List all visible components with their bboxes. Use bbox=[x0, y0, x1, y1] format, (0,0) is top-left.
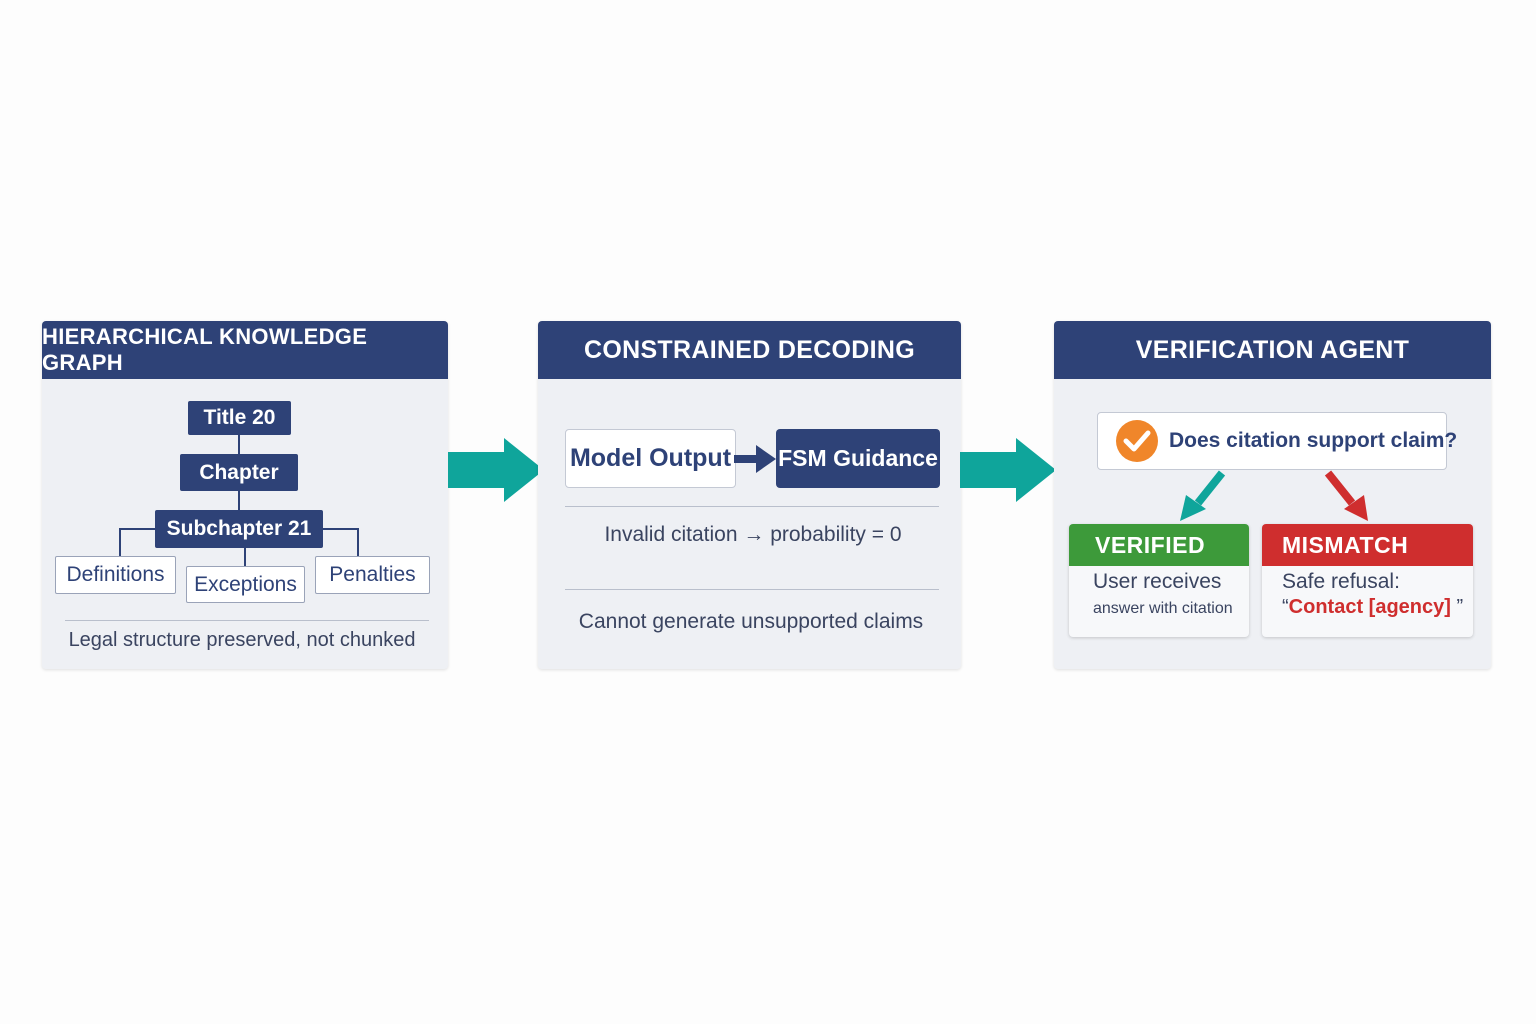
flow-arrow-1 bbox=[448, 438, 544, 502]
knowledge-graph-divider bbox=[65, 620, 429, 621]
constrained-decoding-header: CONSTRAINED DECODING bbox=[538, 321, 961, 379]
knowledge-graph-title: HIERARCHICAL KNOWLEDGE GRAPH bbox=[42, 324, 368, 375]
node-subchapter-21: Subchapter 21 bbox=[155, 510, 323, 548]
knowledge-graph-caption: Legal structure preserved, not chunked bbox=[68, 629, 416, 651]
verification-agent-panel: VERIFICATION AGENT Does citation support… bbox=[1054, 321, 1491, 669]
knowledge-graph-header: HIERARCHICAL KNOWLEDGE GRAPH bbox=[42, 321, 448, 379]
citation-question-box: Does citation support claim? bbox=[1097, 412, 1457, 470]
verified-line-1: User receives bbox=[1093, 570, 1222, 593]
verification-agent-title: VERIFICATION AGENT bbox=[1135, 335, 1410, 364]
node-title-20: Title 20 bbox=[188, 401, 291, 435]
node-definitions: Definitions bbox=[55, 556, 176, 594]
node-penalties: Penalties bbox=[315, 556, 430, 594]
knowledge-graph-panel: HIERARCHICAL KNOWLEDGE GRAPH Title 20 Ch… bbox=[42, 321, 448, 669]
mismatch-card: MISMATCH Safe refusal: “Contact [agency]… bbox=[1262, 524, 1473, 637]
verified-line-2: answer with citation bbox=[1093, 600, 1233, 617]
verification-agent-header: VERIFICATION AGENT bbox=[1054, 321, 1491, 379]
fsm-guidance-box: FSM Guidance bbox=[776, 429, 940, 488]
close-quote: ” bbox=[1450, 596, 1464, 618]
node-chapter: Chapter bbox=[180, 454, 298, 491]
mismatch-line-1: Safe refusal: bbox=[1282, 570, 1400, 593]
model-to-fsm-arrow bbox=[734, 445, 776, 473]
constrained-decoding-title: CONSTRAINED DECODING bbox=[583, 335, 915, 364]
verified-card: VERIFIED User receives answer with citat… bbox=[1069, 524, 1249, 637]
flow-arrow-2 bbox=[960, 438, 1056, 502]
mismatch-body: Safe refusal: “Contact [agency] ” bbox=[1262, 566, 1473, 619]
verified-label: VERIFIED bbox=[1069, 524, 1249, 566]
model-output-box: Model Output bbox=[565, 429, 736, 488]
citation-question-text: Does citation support claim? bbox=[1169, 429, 1458, 452]
decoding-divider-1 bbox=[565, 506, 939, 507]
check-badge-icon bbox=[1116, 420, 1158, 462]
branch-arrow-verified bbox=[1180, 470, 1226, 521]
mismatch-label: MISMATCH bbox=[1262, 524, 1473, 566]
branch-arrow-mismatch bbox=[1324, 470, 1368, 521]
hierarchy-connectors bbox=[119, 435, 359, 566]
node-exceptions: Exceptions bbox=[186, 566, 305, 603]
mismatch-quote: “Contact [agency] ” bbox=[1282, 596, 1473, 619]
verified-body: User receives answer with citation bbox=[1069, 566, 1249, 618]
constrained-decoding-panel: CONSTRAINED DECODING Model Output FSM Gu… bbox=[538, 321, 961, 669]
open-quote: “ bbox=[1282, 596, 1289, 618]
mismatch-quote-text: Contact [agency] bbox=[1288, 596, 1451, 618]
decoding-divider-2 bbox=[565, 589, 939, 590]
constrained-decoding-caption: Cannot generate unsupported claims bbox=[578, 610, 924, 633]
invalid-citation-rule: Invalid citation → probability = 0 bbox=[604, 523, 902, 546]
